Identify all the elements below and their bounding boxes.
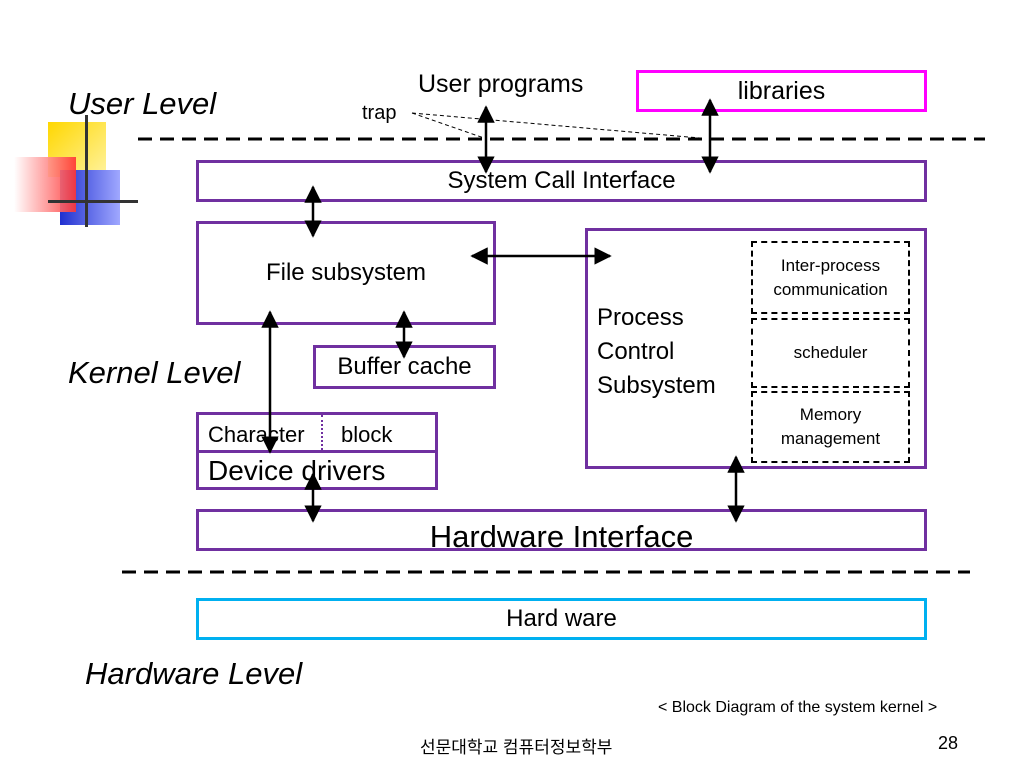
file-subsystem-label: File subsystem [265, 259, 427, 286]
hardware-interface-label: Hardware Interface [429, 519, 694, 554]
block-label: block [341, 422, 393, 447]
page-number: 28 [938, 733, 959, 753]
slide-decoration [0, 115, 140, 230]
memory-management-box: Memory management [751, 391, 910, 463]
hardware-label: Hard ware [506, 605, 617, 632]
kernel-level-label: Kernel Level [68, 355, 241, 390]
hardware-box: Hard ware [196, 598, 927, 640]
scheduler-box: scheduler [751, 318, 910, 388]
device-drivers-label: Device drivers [208, 455, 386, 486]
process-control-line-2: Control [597, 338, 675, 365]
hardware-interface-box: Hardware Interface [196, 509, 927, 554]
process-control-line-1: Process [597, 304, 684, 331]
process-control-label: Process Control Subsystem [597, 301, 716, 403]
trap-line-1 [411, 112, 701, 139]
process-control-line-3: Subsystem [597, 372, 716, 399]
decor-vertical-line [85, 115, 88, 227]
ipc-line-2: communication [773, 279, 888, 299]
footer-department: 선문대학교 컴퓨터정보학부 [420, 738, 613, 757]
libraries-box: libraries [636, 70, 927, 112]
user-programs-label: User programs [418, 70, 584, 98]
file-subsystem-box: File subsystem [196, 221, 496, 325]
ipc-line-1: Inter-process [780, 255, 881, 275]
memory-management-line-1: Memory [799, 405, 862, 424]
character-block-divider [321, 415, 323, 450]
device-drivers-box: Device drivers [196, 450, 438, 490]
memory-management-line-2: management [780, 429, 881, 448]
trap-label: trap [362, 102, 397, 124]
libraries-label: libraries [737, 76, 826, 105]
hardware-level-label: Hardware Level [85, 656, 303, 691]
ipc-box: Inter-process communication [751, 241, 910, 314]
user-level-label: User Level [68, 86, 217, 121]
decor-horizontal-line [48, 200, 138, 203]
character-label: Character [208, 422, 305, 447]
diagram-caption: < Block Diagram of the system kernel > [658, 699, 938, 716]
scheduler-label: scheduler [793, 343, 868, 362]
trap-line-2 [411, 112, 485, 139]
